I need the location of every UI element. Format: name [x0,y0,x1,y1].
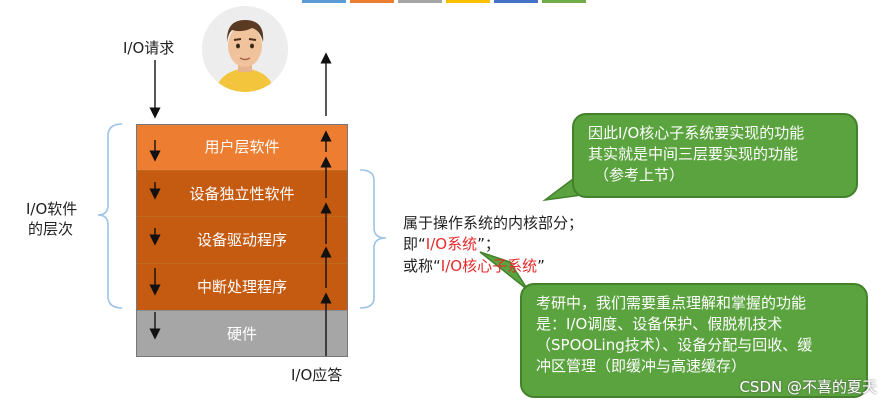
callout-bottom-line3: （SPOOLing技术）、设备分配与回收、缓 [536,336,813,354]
layer-device-driver-label: 设备驱动程序 [196,231,287,249]
kernel-note-line3-prefix: 或称“ [403,257,441,275]
kernel-right-bracket [359,169,387,309]
person-avatar [202,6,288,92]
top-color-strip-4 [446,0,490,3]
io-software-label-line1: I/O软件 [26,200,78,218]
callout-top-line1: 因此I/O核心子系统要实现的功能 [588,124,805,142]
top-color-strip-3 [398,0,442,3]
layer-hardware: 硬件 [136,310,348,357]
callout-core-subsystem: 因此I/O核心子系统要实现的功能 其实就是中间三层要实现的功能 （参考上节） [572,113,858,198]
io-request-label: I/O请求 [123,39,175,57]
kernel-note-line1: 属于操作系统的内核部分； [403,214,584,232]
callout-top-line2: 其实就是中间三层要实现的功能 [588,145,799,163]
top-color-strip-1 [302,0,346,3]
kernel-note-line2-prefix: 即“ [403,235,426,253]
layer-device-independent-software-label: 设备独立性软件 [189,185,295,203]
io-system-highlight: I/O系统 [425,235,478,253]
callout-bottom-line4: 冲区管理（即缓冲与高速缓存） [536,357,747,375]
software-left-bracket [97,123,123,309]
top-color-strip-6 [542,0,586,3]
csdn-watermark: CSDN @不喜的夏天 [739,378,877,396]
callout-bottom-line2: 是：I/O调度、设备保护、假脱机技术 [536,315,783,333]
io-core-subsystem-highlight: I/O核心子系统 [440,257,538,275]
callout-top-line3: （参考上节） [594,166,685,184]
layer-user-software-label: 用户层软件 [204,138,280,156]
kernel-note-line2: 即“I/O系统”； [403,233,500,254]
layer-interrupt-handler: 中断处理程序 [136,263,348,310]
kernel-note-line2-suffix: ”； [477,235,500,253]
callout-exam-focus: 考研中，我们需要重点理解和掌握的功能 是：I/O调度、设备保护、假脱机技术 （S… [520,283,868,398]
io-software-label-line2: 的层次 [28,220,74,238]
kernel-note-line3: 或称“I/O核心子系统” [403,255,545,276]
layer-hardware-label: 硬件 [226,325,257,343]
layer-device-independent-software: 设备独立性软件 [136,170,348,216]
layer-interrupt-handler-label: 中断处理程序 [196,278,287,296]
layer-user-software: 用户层软件 [136,124,348,170]
layer-device-driver: 设备驱动程序 [136,216,348,263]
top-color-strip-5 [494,0,538,3]
callout-bottom-line1: 考研中，我们需要重点理解和掌握的功能 [536,294,807,312]
io-response-label: I/O应答 [291,366,343,384]
callout-bottom-tail [479,251,529,291]
person-illustration [202,6,288,92]
kernel-note-line3-suffix: ” [537,257,545,275]
top-color-strip-2 [350,0,394,3]
